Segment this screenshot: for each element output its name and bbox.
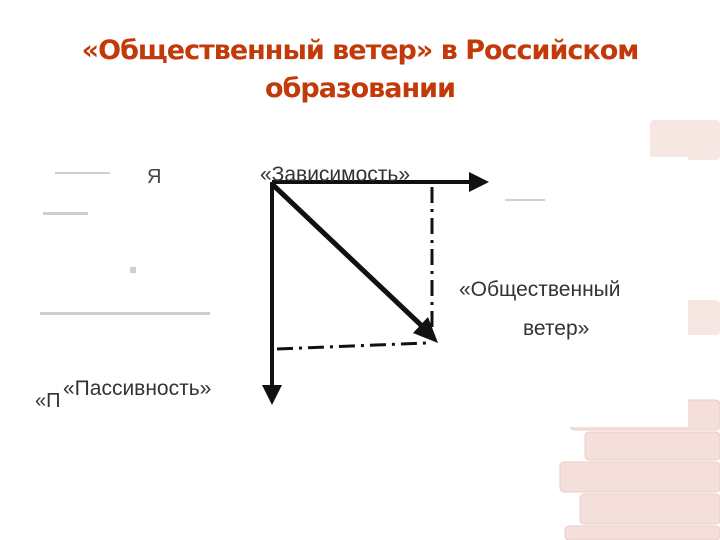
p-label-fragment: «П — [35, 390, 61, 412]
dependence-label: «Зависимость» — [260, 163, 411, 186]
social-wind-vector — [270, 182, 425, 329]
dependence-arrowhead — [469, 172, 489, 192]
social-wind-arrowhead — [413, 317, 438, 343]
title-line-1: «Общественный ветер» в Российском — [81, 35, 640, 66]
horizontal-dash-line — [276, 341, 428, 351]
ya-label-fragment: Я — [147, 166, 162, 188]
passivity-label: «Пассивность» — [63, 377, 212, 400]
page-title: «Общественный ветер» в Российском образо… — [60, 32, 660, 108]
diagram-canvas — [40, 172, 545, 405]
social-wind-label-line-1: «Общественный — [459, 278, 621, 301]
social-wind-label-line-2: ветер» — [523, 317, 590, 340]
vector-diagram: Я «Зависимость» «Общественный ветер» «Па… — [35, 157, 688, 427]
title-line-2: образовании — [265, 73, 456, 104]
passivity-arrowhead — [262, 385, 282, 405]
